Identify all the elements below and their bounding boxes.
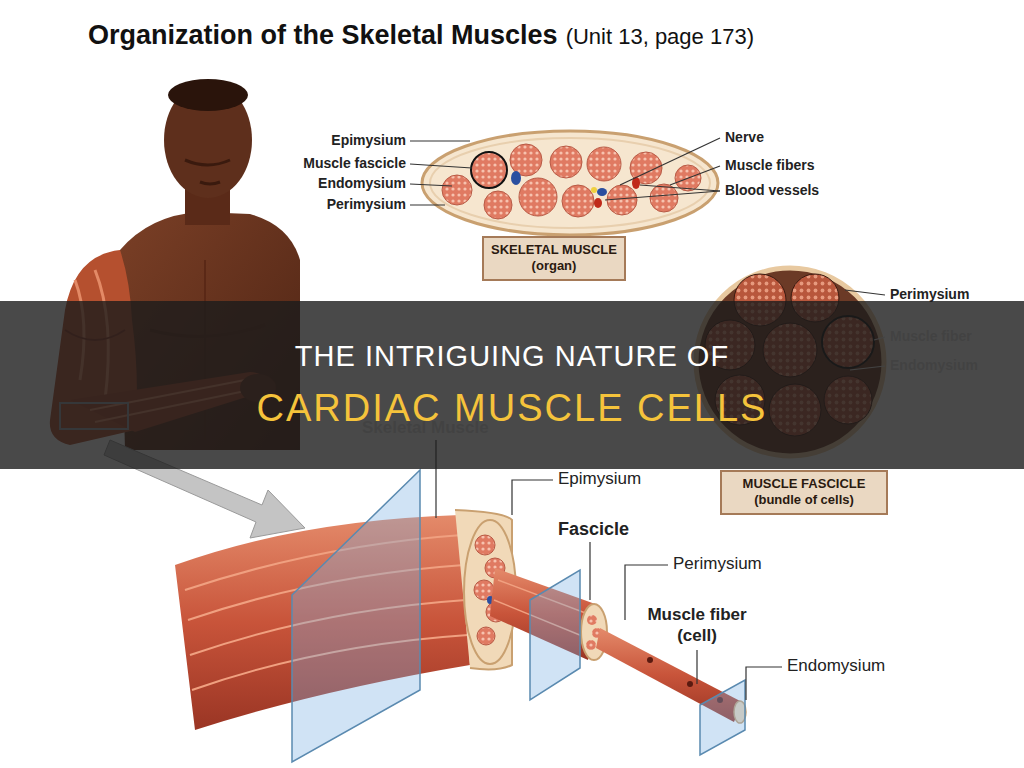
part-label: Muscle fiber (cell) <box>632 604 762 647</box>
part-label: Epimysium <box>331 132 406 148</box>
part-label: Epimysium <box>558 469 641 489</box>
part-label: Nerve <box>725 129 764 145</box>
part-label: Muscle fibers <box>725 157 814 173</box>
part-label: Endomysium <box>318 175 406 191</box>
box-text: SKELETAL MUSCLE (organ) <box>490 242 618 275</box>
part-label: Endomysium <box>787 656 885 676</box>
leader-lines <box>410 138 720 205</box>
part-label: Perimysium <box>890 286 969 302</box>
header: Organization of the Skeletal Muscles (Uni… <box>88 20 754 51</box>
part-label: Perimysium <box>327 196 406 212</box>
part-label: Perimysium <box>673 554 762 574</box>
banner-headline: CARDIAC MUSCLE CELLS <box>257 387 768 430</box>
caption-box: MUSCLE FASCICLE (bundle of cells) <box>720 470 888 515</box>
box-text: MUSCLE FASCICLE (bundle of cells) <box>728 476 880 509</box>
caption-box: SKELETAL MUSCLE (organ) <box>482 236 626 281</box>
banner-line: THE INTRIGUING NATURE OF <box>295 340 729 373</box>
unit-reference: (Unit 13, page 173) <box>566 24 754 50</box>
title: Organization of the Skeletal Muscles <box>88 20 558 51</box>
part-label: Blood vessels <box>725 182 819 198</box>
title-banner: THE INTRIGUING NATURE OF CARDIAC MUSCLE C… <box>0 301 1024 469</box>
part-label: Fascicle <box>558 519 629 540</box>
part-label: Muscle fascicle <box>303 155 406 171</box>
